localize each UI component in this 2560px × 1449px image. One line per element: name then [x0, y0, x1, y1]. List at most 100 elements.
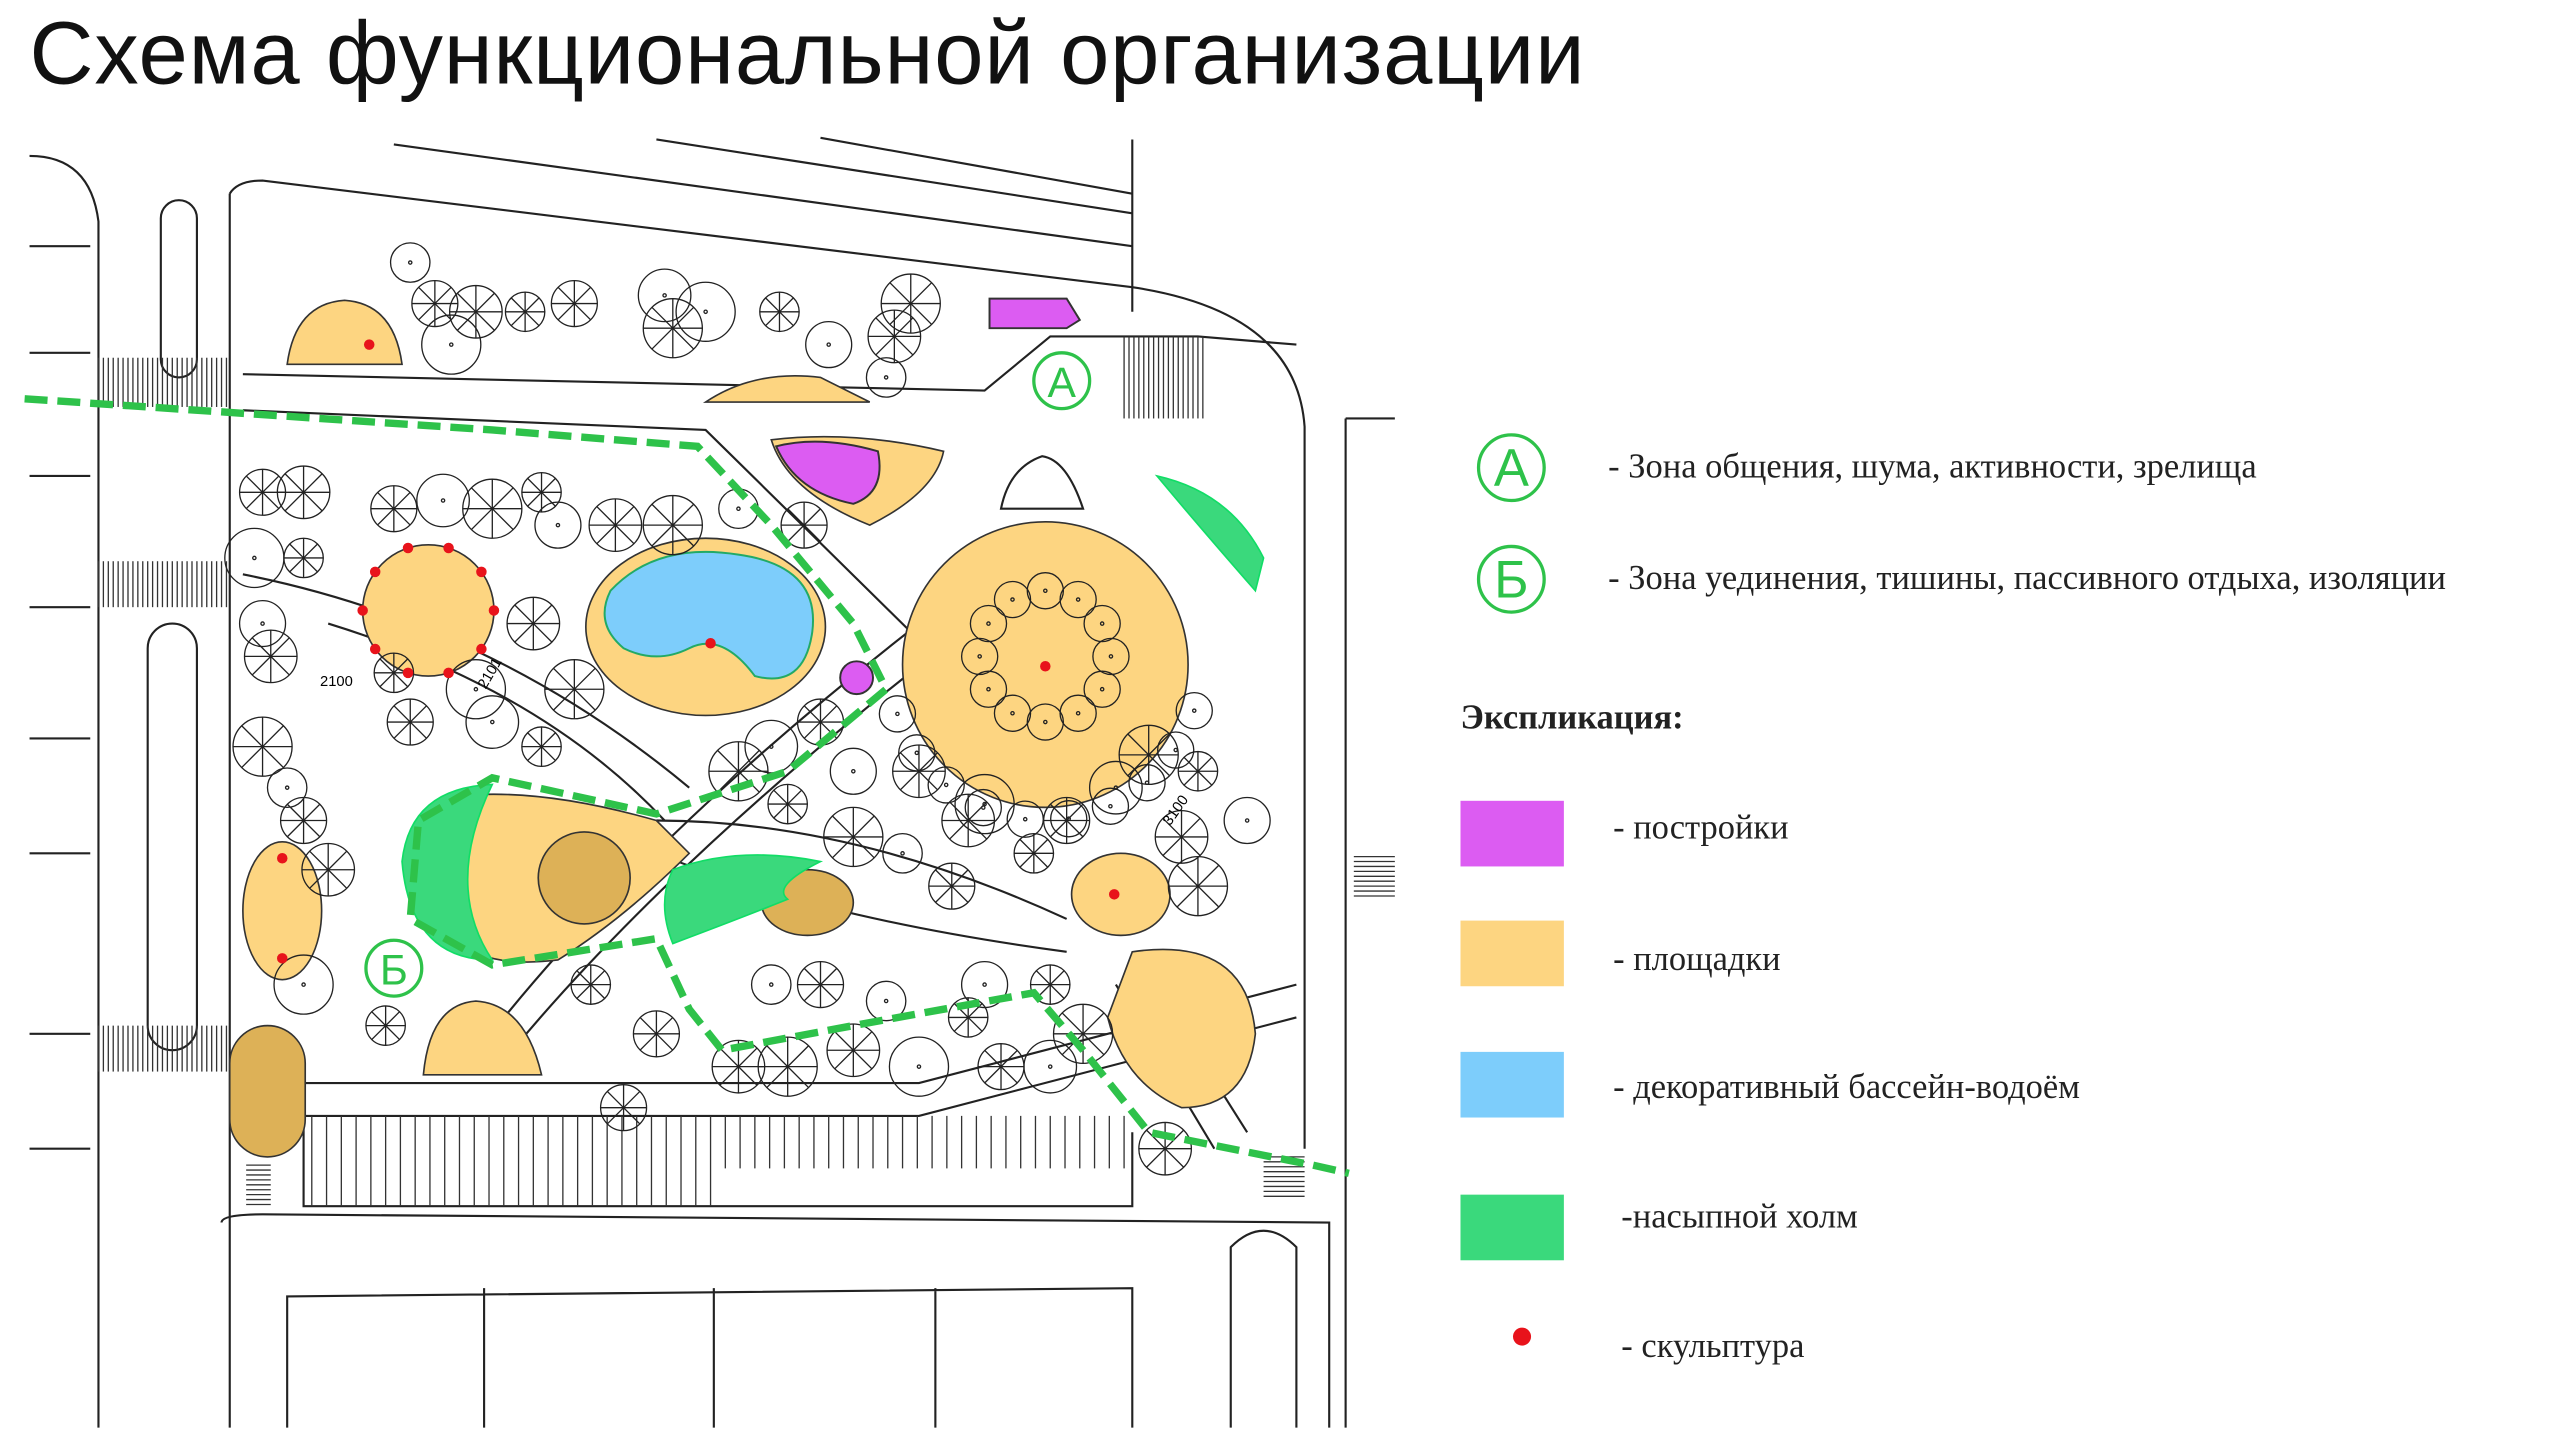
- tree-icon: [411, 279, 459, 328]
- hill-swatch: [1460, 1194, 1564, 1261]
- tree-icon: [1083, 604, 1121, 643]
- tree-icon: [865, 357, 907, 398]
- sculpture-icon: [277, 953, 288, 964]
- hill-legend-label: -насыпной холм: [1621, 1196, 1858, 1236]
- tree-icon: [898, 734, 936, 772]
- tree-icon: [759, 291, 800, 333]
- sculpture-legend-label: - скульптура: [1621, 1325, 1805, 1366]
- tree-icon: [960, 637, 999, 676]
- tree-icon: [506, 596, 561, 651]
- tree-icon: [1023, 1039, 1078, 1094]
- tree-icon: [273, 954, 334, 1015]
- tree-icon: [370, 485, 418, 533]
- tree-icon: [796, 960, 845, 1009]
- tree-icon: [465, 695, 520, 749]
- road-lines: [29, 136, 1395, 1428]
- tree-icon: [599, 1084, 648, 1132]
- tree-icon: [1026, 703, 1065, 741]
- tree-icon: [1083, 670, 1121, 708]
- tree-icon: [964, 788, 1002, 827]
- pond-legend-label: - декоративный бассейн-водоём: [1613, 1066, 2080, 1107]
- sculpture-icon: [443, 542, 454, 554]
- tree-icon: [1029, 964, 1071, 1005]
- tree-icon: [1154, 809, 1209, 864]
- tree-icon: [1050, 800, 1088, 838]
- tree-icon: [867, 309, 922, 364]
- crosswalk: [97, 561, 228, 608]
- tree-icon: [448, 284, 503, 339]
- tree-icon: [826, 1023, 881, 1078]
- tree-icon: [1138, 1121, 1193, 1176]
- tree-icon: [642, 298, 704, 359]
- tree-icon: [1091, 787, 1130, 825]
- sculpture-icon: [443, 667, 454, 679]
- sculpture-icon: [488, 605, 500, 616]
- tree-icon: [744, 719, 799, 774]
- crosswalk: [246, 1164, 271, 1206]
- tree-icon: [521, 726, 562, 768]
- sculpture-icon: [705, 638, 716, 649]
- tree-icon: [637, 268, 692, 323]
- tree-icon: [243, 629, 298, 684]
- tree-icon: [534, 501, 582, 549]
- tree-icon: [365, 1005, 406, 1046]
- tree-icon: [1167, 855, 1229, 917]
- sculpture-icon: [476, 643, 487, 655]
- playgrounds-legend-label: - площадки: [1613, 938, 1781, 979]
- sculpture-icon: [363, 339, 375, 350]
- tree-icon: [757, 1036, 818, 1097]
- tree-icon: [880, 273, 941, 334]
- sculpture-icon: [1040, 660, 1051, 672]
- svg-text:Б: Б: [380, 947, 408, 995]
- walking-route: [24, 395, 1350, 1177]
- tree-icon: [1052, 1003, 1114, 1065]
- tree-icon: [642, 494, 704, 556]
- sculpture-icon: [402, 667, 414, 679]
- tree-icon: [1006, 800, 1044, 838]
- tree-icon: [521, 471, 562, 513]
- dimension-label: 2100: [320, 674, 353, 690]
- tree-icon: [283, 537, 324, 579]
- tree-icon: [276, 465, 331, 520]
- tree-icon: [550, 279, 598, 328]
- tree-icon: [232, 716, 293, 777]
- tree-icon: [796, 698, 845, 746]
- zone-b-legend-icon: Б: [1476, 544, 1546, 614]
- sculpture-icon: [402, 542, 414, 554]
- tree-icon: [1059, 580, 1097, 619]
- zone-a-legend-icon: А: [1476, 433, 1546, 503]
- tree-icon: [993, 694, 1032, 732]
- tree-icon: [750, 964, 792, 1005]
- legend-heading: Экспликация:: [1460, 697, 1684, 737]
- tree-icon: [1177, 750, 1219, 792]
- crosswalk: [1353, 855, 1395, 897]
- pond-swatch: [1460, 1051, 1564, 1118]
- tree-icon: [570, 964, 612, 1005]
- tree-icon: [238, 599, 287, 648]
- buildings-swatch: [1460, 800, 1564, 867]
- tree-icon: [544, 659, 605, 720]
- svg-text:А: А: [1048, 359, 1077, 407]
- tree-icon: [829, 747, 877, 795]
- tree-icon: [947, 997, 989, 1038]
- zone-b-legend-label: - Зона уединения, тишины, пассивного отд…: [1608, 557, 2446, 598]
- sculptures: [277, 339, 1120, 964]
- zone-a-legend-label: - Зона общения, шума, активности, зрелищ…: [1608, 446, 2257, 486]
- tree-icon: [969, 670, 1008, 708]
- tree-icon: [224, 527, 285, 589]
- tree-icon: [1175, 691, 1213, 730]
- tree-icon: [708, 741, 769, 802]
- sculpture-legend-icon: [1513, 1327, 1532, 1346]
- tree-icon: [865, 980, 907, 1022]
- tree-icon: [389, 242, 431, 283]
- pond: [603, 550, 815, 680]
- tree-icon: [1128, 764, 1166, 802]
- tree-icon: [927, 766, 965, 804]
- tree-icon: [767, 783, 809, 825]
- sculpture-icon: [357, 605, 368, 616]
- tree-icon: [1157, 731, 1195, 769]
- tree-icon: [445, 659, 507, 720]
- crosswalk: [97, 357, 228, 407]
- crosswalk: [97, 1025, 228, 1072]
- zone-b-marker: Б: [364, 938, 424, 998]
